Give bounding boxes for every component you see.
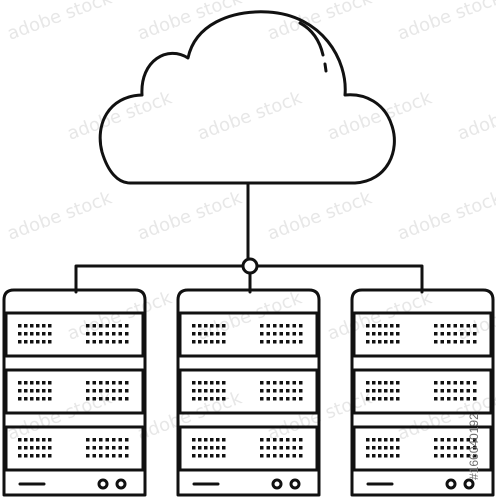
watermark-text: adobe stock bbox=[395, 0, 496, 45]
watermark-text: adobe stock bbox=[195, 87, 306, 144]
watermark-text: adobe stock bbox=[265, 0, 376, 45]
cloud-highlight bbox=[298, 21, 325, 57]
server-unit bbox=[4, 311, 145, 358]
server-rack-top bbox=[350, 288, 495, 302]
watermark-text: adobe stock bbox=[65, 287, 176, 344]
server-base bbox=[352, 468, 493, 490]
watermark-text: adobe stock bbox=[325, 287, 436, 344]
watermark-text: adobe stock bbox=[5, 387, 116, 444]
cloud-highlight-dot bbox=[323, 62, 328, 73]
server-unit-panel bbox=[352, 311, 493, 358]
server-unit bbox=[352, 368, 493, 415]
status-light-icon bbox=[97, 478, 109, 490]
server-vent-dots bbox=[18, 381, 129, 401]
watermark-text: adobe stock bbox=[135, 0, 246, 45]
server-rack-top bbox=[176, 288, 321, 302]
watermark-text: adobe stock bbox=[455, 87, 496, 144]
watermark-text: adobe stock bbox=[65, 87, 176, 144]
power-light-icon bbox=[463, 478, 475, 490]
server-unit-panel bbox=[178, 311, 319, 358]
network-hub-node bbox=[241, 257, 259, 275]
server-rack-frame bbox=[2, 298, 147, 497]
connector-branch bbox=[74, 264, 245, 294]
power-light-icon bbox=[115, 478, 127, 490]
server-rack bbox=[176, 288, 321, 497]
server-rack bbox=[2, 288, 147, 497]
server-base bbox=[178, 468, 319, 490]
server-unit bbox=[178, 368, 319, 415]
status-light-icon bbox=[445, 478, 457, 490]
watermark-text: adobe stock bbox=[395, 187, 496, 244]
watermark-text: adobe stock bbox=[135, 187, 246, 244]
server-vent-dots bbox=[18, 324, 129, 344]
watermark-text: adobe stock bbox=[5, 187, 116, 244]
connector-branch bbox=[255, 264, 424, 294]
server-unit-panel bbox=[352, 368, 493, 415]
server-unit bbox=[352, 311, 493, 358]
server-vent-dots bbox=[192, 324, 303, 344]
watermark-pattern: adobe stock adobe stock adobe stock adobe s… bbox=[5, 0, 496, 445]
server-vent-dots bbox=[366, 438, 477, 458]
server-unit bbox=[4, 368, 145, 415]
power-light-icon bbox=[289, 478, 301, 490]
watermark-text: adobe stock bbox=[325, 87, 436, 144]
server-vent-dots bbox=[366, 381, 477, 401]
server-rack-frame bbox=[350, 298, 495, 497]
server-vent-dots bbox=[192, 438, 303, 458]
server-rack-frame bbox=[176, 298, 321, 497]
server-unit-panel bbox=[4, 311, 145, 358]
stock-id-label: #166040192 bbox=[467, 413, 481, 480]
watermark-text: adobe stock bbox=[135, 387, 246, 444]
server-vent-dots bbox=[18, 438, 129, 458]
status-light-icon bbox=[271, 478, 283, 490]
watermark-text: adobe stock bbox=[195, 287, 306, 344]
server-vent-dots bbox=[366, 324, 477, 344]
server-base bbox=[4, 468, 145, 490]
server-unit-panel bbox=[178, 368, 319, 415]
server-rack bbox=[350, 288, 495, 497]
server-unit bbox=[178, 311, 319, 358]
server-vent-dots bbox=[192, 381, 303, 401]
server-rack-top bbox=[2, 288, 147, 302]
server-unit-panel bbox=[4, 368, 145, 415]
watermark-text: adobe stock bbox=[5, 0, 116, 45]
watermark-text: adobe stock bbox=[265, 187, 376, 244]
cloud-icon bbox=[98, 10, 396, 185]
